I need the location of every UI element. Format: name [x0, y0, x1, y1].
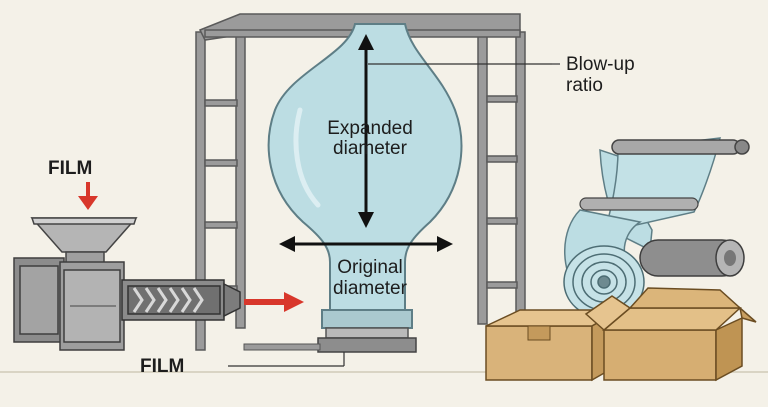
original-diameter-arrow	[279, 236, 453, 252]
film-input-arrow	[78, 182, 98, 210]
original-label-line2: diameter	[333, 278, 408, 299]
original-label-line1: Original	[337, 257, 402, 278]
screw-conveyor-icon	[121, 279, 241, 321]
extruder-machine-icon	[13, 257, 125, 351]
connecting-pipe	[243, 343, 321, 351]
winder-machine-icon	[564, 137, 750, 293]
cardboard-box-icon	[485, 287, 757, 382]
expanded-diameter-arrow	[358, 34, 374, 228]
hopper-icon	[30, 217, 138, 265]
melt-flow-arrow	[244, 292, 304, 312]
blow-up-label-line1: Blow-up	[566, 54, 635, 75]
blow-up-label-line2: ratio	[566, 75, 603, 96]
film-label-top: FILM	[48, 158, 92, 179]
tower-frame-icon	[195, 13, 526, 351]
expanded-label-line2: diameter	[333, 138, 408, 159]
film-label-bottom: FILM	[140, 356, 184, 377]
expanded-label-line1: Expanded	[327, 118, 413, 139]
